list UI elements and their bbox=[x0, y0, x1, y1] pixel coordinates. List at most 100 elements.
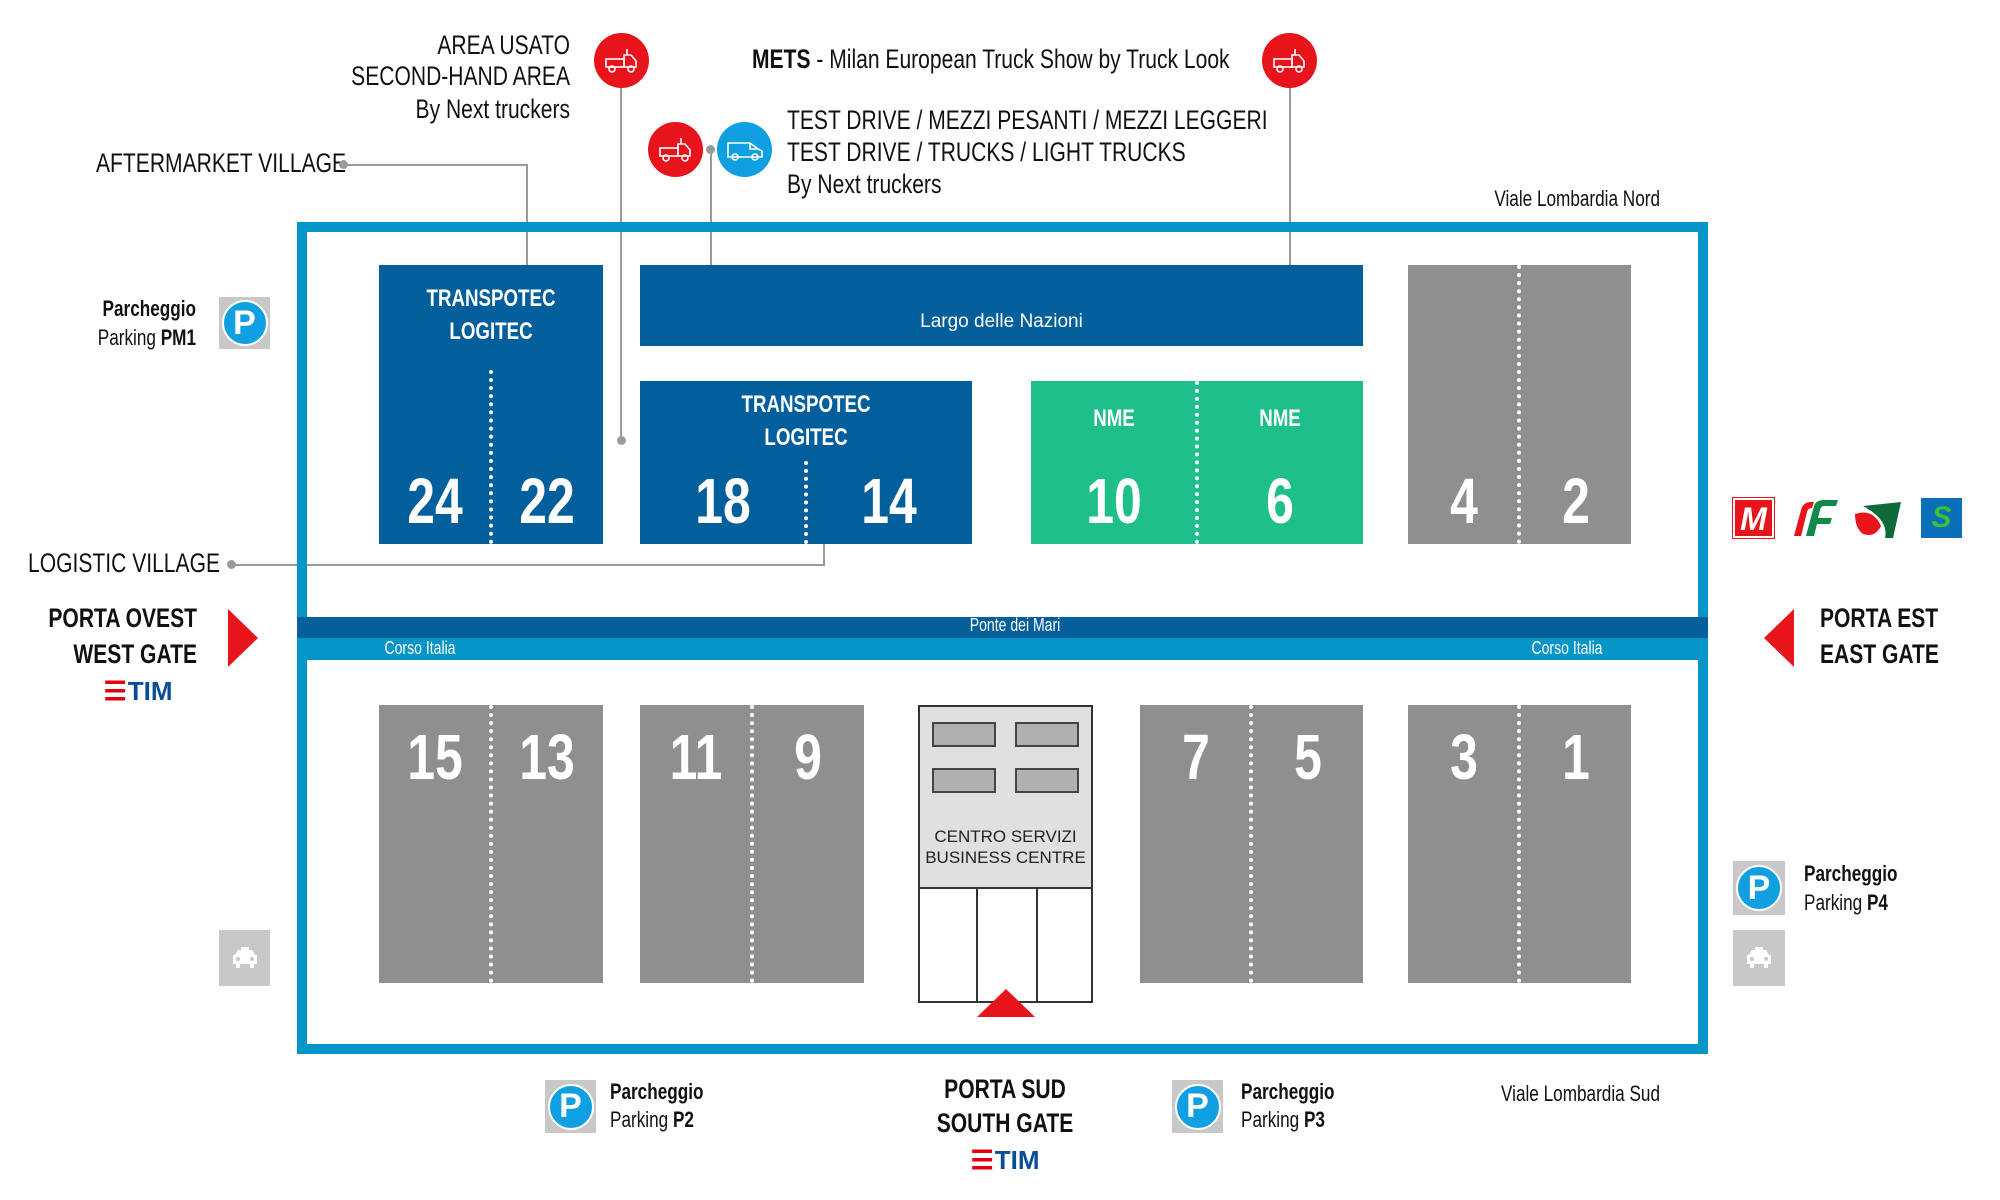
hall-number-1: 1 bbox=[1562, 721, 1590, 793]
parking-p4-line1: Parcheggio bbox=[1804, 861, 1898, 886]
parking-p3-line2: Parking P3 bbox=[1241, 1107, 1397, 1132]
hall-number-11: 11 bbox=[669, 721, 723, 793]
corso-italia-label-right: Corso Italia bbox=[1531, 638, 1603, 658]
parking-icon: P bbox=[1736, 865, 1782, 911]
west-gate-arrow[interactable] bbox=[228, 609, 258, 667]
parking-label: Parking bbox=[1241, 1107, 1304, 1132]
centro-label-line1: CENTRO SERVIZI bbox=[934, 827, 1077, 846]
taxi-icon-west[interactable] bbox=[219, 930, 270, 986]
hall-divider bbox=[1517, 265, 1521, 544]
hall-title-line2: LOGITEC bbox=[449, 318, 533, 345]
area-usato-line2: SECOND-HAND AREA bbox=[351, 61, 570, 91]
mets-label: METS - Milan European Truck Show by Truc… bbox=[752, 44, 1298, 75]
truck-icon[interactable] bbox=[594, 33, 649, 88]
south-gate-line2: SOUTH GATE bbox=[936, 1108, 1074, 1138]
west-gate-line2: WEST GATE bbox=[73, 639, 197, 669]
pin-aftermarket-start bbox=[339, 160, 348, 169]
hall-24-22[interactable]: TRANSPOTEC LOGITEC 24 22 bbox=[379, 265, 603, 544]
hall-divider bbox=[489, 705, 493, 983]
hall-divider bbox=[1249, 705, 1253, 983]
pin-area-usato bbox=[617, 436, 626, 445]
hall-number-5: 5 bbox=[1294, 721, 1322, 793]
hall-title-line2: LOGITEC bbox=[764, 424, 848, 451]
largo-label: Largo delle Nazioni bbox=[920, 311, 1083, 332]
parking-icon: P bbox=[547, 1083, 594, 1130]
largo-delle-nazioni[interactable]: Largo delle Nazioni bbox=[640, 265, 1363, 346]
parking-p2-line2: Parking P2 bbox=[610, 1107, 766, 1132]
mets-truck-icon[interactable] bbox=[1262, 33, 1317, 88]
area-usato-line1: AREA USATO bbox=[437, 30, 570, 60]
mets-acronym: METS bbox=[752, 44, 811, 74]
parking-p3-icon[interactable]: P bbox=[1172, 1080, 1223, 1133]
metro-icon[interactable]: M bbox=[1732, 497, 1775, 539]
tim-logo-south: ☰TIM bbox=[955, 1145, 1055, 1176]
parking-code: P2 bbox=[672, 1107, 694, 1132]
hall-number-14: 14 bbox=[861, 465, 917, 537]
ponte-dei-mari-label: Ponte dei Mari bbox=[969, 615, 1061, 635]
centro-label-line2: BUSINESS CENTRE bbox=[925, 848, 1086, 867]
hall-title-nme-6: NME bbox=[1259, 405, 1301, 432]
corso-italia-road bbox=[297, 638, 1708, 660]
hall-title-line1: TRANSPOTEC bbox=[426, 285, 556, 312]
window bbox=[1015, 722, 1079, 747]
hall-number-2: 2 bbox=[1562, 465, 1590, 537]
leader-line-aftermarket-v bbox=[526, 164, 528, 276]
parking-p3-line1: Parcheggio bbox=[1241, 1079, 1335, 1104]
pin-logistic-start bbox=[227, 560, 236, 569]
parking-code: PM1 bbox=[160, 325, 196, 350]
test-drive-van-icon[interactable] bbox=[717, 122, 772, 177]
corso-italia-label-left: Corso Italia bbox=[384, 638, 456, 658]
taxi-icon-east[interactable] bbox=[1733, 930, 1785, 986]
hall-10-6[interactable]: NME NME 10 6 bbox=[1031, 381, 1363, 544]
mets-description: - Milan European Truck Show by Truck Loo… bbox=[810, 44, 1230, 74]
hall-18-14[interactable]: TRANSPOTEC LOGITEC 18 14 bbox=[640, 381, 972, 544]
hall-divider bbox=[750, 705, 754, 983]
parking-p4-line2: Parking P4 bbox=[1804, 890, 1960, 915]
parking-code: P4 bbox=[1866, 890, 1888, 915]
hall-4-2[interactable]: 4 2 bbox=[1408, 265, 1631, 544]
hall-3-1[interactable]: 3 1 bbox=[1408, 705, 1631, 983]
parking-p2-icon[interactable]: P bbox=[545, 1080, 596, 1133]
tim-text: TIM bbox=[127, 676, 173, 706]
window bbox=[1015, 768, 1079, 793]
hall-11-9[interactable]: 11 9 bbox=[640, 705, 864, 983]
parking-label: Parking bbox=[1804, 890, 1867, 915]
hall-title-nme-10: NME bbox=[1093, 405, 1135, 432]
parking-icon: P bbox=[1174, 1083, 1221, 1130]
aftermarket-village-label: AFTERMARKET VILLAGE bbox=[96, 148, 347, 178]
hall-number-6: 6 bbox=[1266, 465, 1294, 537]
hall-number-22: 22 bbox=[519, 465, 575, 537]
hall-number-9: 9 bbox=[794, 721, 822, 793]
suburban-rail-icon[interactable]: S bbox=[1921, 498, 1962, 538]
east-gate-line1: PORTA EST bbox=[1820, 603, 1939, 633]
hall-title-line1: TRANSPOTEC bbox=[741, 391, 871, 418]
hall-number-13: 13 bbox=[519, 721, 575, 793]
parking-p4-icon[interactable]: P bbox=[1733, 861, 1785, 915]
parking-p2-line1: Parcheggio bbox=[610, 1079, 704, 1104]
parking-label: Parking bbox=[610, 1107, 673, 1132]
east-gate-arrow[interactable] bbox=[1764, 609, 1794, 667]
parking-pm1-line1: Parcheggio bbox=[102, 296, 196, 321]
divider bbox=[976, 889, 978, 1001]
parking-pm1-icon[interactable]: P bbox=[219, 297, 270, 349]
test-drive-line1: TEST DRIVE / MEZZI PESANTI / MEZZI LEGGE… bbox=[787, 105, 1268, 135]
tim-mark-icon: ☰ bbox=[970, 1145, 993, 1175]
south-gate-line1: PORTA SUD bbox=[944, 1074, 1066, 1104]
leader-line-area-usato bbox=[620, 80, 622, 442]
hall-number-3: 3 bbox=[1450, 721, 1478, 793]
hall-number-18: 18 bbox=[695, 465, 751, 537]
centro-servizi-building[interactable]: CENTRO SERVIZI BUSINESS CENTRE bbox=[918, 705, 1093, 1003]
west-gate-line1: PORTA OVEST bbox=[48, 603, 197, 633]
hall-number-4: 4 bbox=[1450, 465, 1478, 537]
trenord-icon[interactable] bbox=[1853, 498, 1903, 540]
test-drive-truck-icon[interactable] bbox=[648, 122, 703, 177]
hall-7-5[interactable]: 7 5 bbox=[1140, 705, 1363, 983]
trenitalia-icon[interactable] bbox=[1792, 498, 1840, 538]
hall-number-24: 24 bbox=[407, 465, 463, 537]
tim-logo-west: ☰TIM bbox=[88, 676, 188, 707]
leader-line-logistic bbox=[232, 564, 825, 566]
ponte-dei-mari-road bbox=[297, 617, 1708, 638]
hall-divider bbox=[1517, 705, 1521, 983]
hall-15-13[interactable]: 15 13 bbox=[379, 705, 603, 983]
leader-line-mets bbox=[1289, 80, 1291, 309]
